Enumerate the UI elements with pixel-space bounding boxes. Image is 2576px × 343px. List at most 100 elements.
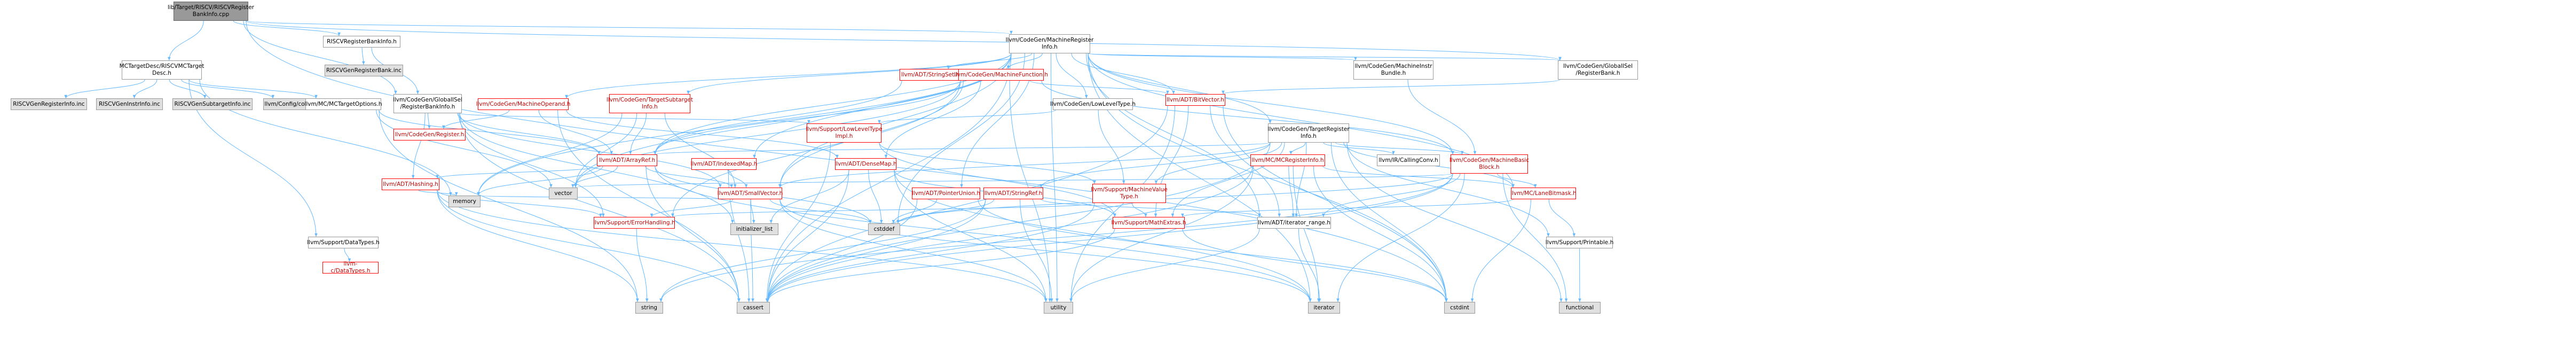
node-riscv-gen-register-bank-inc[interactable]: RISCVGenRegisterBank.inc	[325, 65, 403, 76]
edge-gisel_rbinfo-to-lowleveltypeimpl	[459, 113, 810, 124]
node-bit-vector-h[interactable]: llvm/ADT/BitVector.h	[1165, 94, 1225, 106]
node-std-cassert[interactable]: cassert	[737, 302, 770, 314]
edge-ttreginfo-to-mcreginfo	[1289, 142, 1306, 155]
edge-gisel_rbinfo-to-smallvector	[459, 113, 722, 188]
node-mc-target-options-h[interactable]: llvm/MC/MCTargetOptions.h	[304, 98, 382, 110]
node-string-ref-h[interactable]: llvm/ADT/StringRef.h	[983, 188, 1043, 199]
edge-lowleveltypeimpl-to-mathextras	[879, 142, 1116, 217]
edge-ttreginfo-to-stringref	[1039, 142, 1271, 188]
node-std-vector[interactable]: vector	[549, 188, 578, 199]
edge-mcreginfo-to-utility	[1069, 166, 1254, 302]
node-riscv-gen-register-info-inc[interactable]: RISCVGenRegisterInfo.inc	[11, 98, 87, 110]
edge-mreginfo-to-machinefunction	[1006, 53, 1043, 69]
edge-gisel_rbinfo-to-hashing	[412, 113, 426, 179]
edge-mcreginfo-to-cstdint	[1313, 166, 1448, 302]
edge-mreginfo-to-instrbundle	[1088, 53, 1357, 61]
edge-ttreginfo-to-cassert	[766, 142, 1271, 302]
edge-smallvector-to-utility	[779, 199, 1047, 302]
node-array-ref-h[interactable]: llvm/ADT/ArrayRef.h	[597, 154, 657, 166]
node-error-handling-h[interactable]: llvm/Support/ErrorHandling.h	[593, 217, 675, 229]
node-machine-instr-bundle-h[interactable]: llvm/CodeGen/MachineInstr Bundle.h	[1353, 60, 1433, 80]
node-std-memory[interactable]: memory	[448, 196, 480, 207]
node-riscv-mc-target-desc-h[interactable]: MCTargetDesc/RISCVMCTarget Desc.h	[120, 60, 204, 80]
node-root-file[interactable]: lib/Target/RISCV/RISCVRegister BankInfo.…	[168, 2, 254, 21]
node-indexed-map-h[interactable]: llvm/ADT/IndexedMap.h	[691, 158, 757, 170]
node-pointer-union-h[interactable]: llvm/ADT/PointerUnion.h	[912, 188, 980, 199]
edge-arrayref-to-smallvector	[645, 166, 734, 188]
edge-gisel_rbinfo-to-cassert	[459, 113, 740, 302]
edge-mbb-to-iterator_range	[1322, 173, 1461, 217]
edge-machinefunction-to-densemap	[884, 80, 981, 159]
node-low-level-type-impl-h[interactable]: llvm/Support/LowLevelType Impl.h	[806, 123, 883, 143]
edge-machinevaluetype-to-cassert	[766, 202, 1095, 302]
node-llvm-c-data-types-h[interactable]: llvm-c/DataTypes.h	[322, 261, 379, 274]
edge-mbb-to-string	[659, 173, 1453, 302]
node-target-register-info-h[interactable]: llvm/CodeGen/TargetRegister Info.h	[1267, 123, 1350, 143]
node-globalisel-register-bank-h[interactable]: llvm/CodeGen/GlobalISel /RegisterBank.h	[1558, 60, 1638, 80]
edge-arrayref-to-hashing	[436, 166, 600, 179]
edge-machinefunction-to-vector	[574, 80, 961, 188]
node-machine-register-info-h[interactable]: llvm/CodeGen/MachineRegister Info.h	[1006, 34, 1093, 53]
node-std-string[interactable]: string	[635, 302, 663, 314]
node-printable-h[interactable]: llvm/Support/Printable.h	[1546, 237, 1613, 248]
node-target-subtarget-info-h[interactable]: llvm/CodeGen/TargetSubtarget Info.h	[606, 94, 693, 113]
node-mc-register-info-h[interactable]: llvm/MC/MCRegisterInfo.h	[1250, 154, 1325, 166]
node-hashing-h[interactable]: llvm/ADT/Hashing.h	[382, 178, 439, 190]
edge-lowleveltypeimpl-to-machinevaluetype	[879, 142, 1096, 184]
edge-ttreginfo-to-iterator_range	[1295, 142, 1307, 217]
edge-bitvector-to-utility	[1069, 105, 1176, 302]
node-lane-bitmask-h[interactable]: llvm/MC/LaneBitmask.h	[1510, 188, 1577, 199]
edge-hashing-to-errorhandling	[437, 190, 602, 217]
node-machine-operand-h[interactable]: llvm/CodeGen/MachineOperand.h	[476, 98, 570, 110]
node-machine-basic-block-h[interactable]: llvm/CodeGen/MachineBasic Block.h	[1450, 154, 1529, 174]
edge-tsubtarget-to-arrayref	[629, 113, 647, 155]
edge-mbb-to-functional	[1502, 173, 1568, 302]
node-std-cstdint[interactable]: cstdint	[1444, 302, 1475, 314]
edge-mbb-to-cstddef	[896, 173, 1453, 224]
edge-ttreginfo-to-printable	[1346, 142, 1550, 237]
node-riscv-gen-instr-info-inc[interactable]: RISCVGenInstrInfo.inc	[96, 98, 163, 110]
edge-mctarget-to-subtargetinc	[169, 79, 207, 99]
edge-ttreginfo-to-cstdint	[1330, 142, 1448, 302]
edge-rbinfo_h-to-rbinc	[361, 47, 365, 65]
node-machine-function-h[interactable]: llvm/CodeGen/MachineFunction.h	[954, 69, 1048, 81]
edge-root-to-mctarget	[168, 20, 204, 61]
node-dense-map-h[interactable]: llvm/ADT/DenseMap.h	[834, 158, 897, 170]
node-machine-value-type-h[interactable]: llvm/Support/MachineValue Type.h	[1091, 184, 1168, 203]
edge-mathextras-to-cassert	[766, 228, 1115, 302]
node-std-utility[interactable]: utility	[1044, 302, 1073, 314]
node-codegen-register-h[interactable]: llvm/CodeGen/Register.h	[393, 129, 466, 141]
node-std-iterator[interactable]: iterator	[1308, 302, 1340, 314]
edge-arrayref-to-cassert	[645, 166, 740, 302]
edge-densemap-to-cstddef	[868, 169, 883, 224]
node-riscv-register-bank-info-h[interactable]: RISCVRegisterBankInfo.h	[323, 36, 400, 48]
node-codegen-low-level-type-h[interactable]: llvm/CodeGen/LowLevelType.h	[1050, 98, 1136, 110]
node-string-set-h[interactable]: llvm/ADT/StringSet.h	[900, 69, 961, 81]
node-support-data-types-h[interactable]: llvm/Support/DataTypes.h	[307, 237, 380, 248]
edge-hashing-to-string	[437, 190, 639, 302]
edge-mreginfo-to-cstdint	[1088, 53, 1448, 302]
node-small-vector-h[interactable]: llvm/ADT/SmallVector.h	[718, 188, 783, 199]
node-std-initializer-list[interactable]: initializer_list	[730, 223, 778, 235]
edge-bitvector-to-cstdint	[1223, 105, 1448, 302]
edge-tsubtarget-to-vector	[574, 113, 637, 188]
node-math-extras-h[interactable]: llvm/Support/MathExtras.h	[1111, 217, 1186, 229]
edge-bitvector-to-iterator_range	[1210, 105, 1281, 217]
edge-stringref-to-string	[659, 199, 986, 302]
node-iterator-range-h[interactable]: llvm/ADT/iterator_range.h	[1257, 217, 1331, 229]
edge-machinefunction-to-mbb	[1041, 80, 1454, 155]
edge-gisel_rbinfo-to-errorhandling	[458, 113, 605, 217]
edge-datatypes_support-to-c_datatypes	[344, 248, 351, 262]
edge-gisel_rbinfo-to-genregister	[428, 113, 431, 129]
edge-mbb-to-vector	[574, 173, 1453, 188]
edge-mreginfo-to-ttreginfo	[1088, 53, 1272, 124]
node-std-cstddef[interactable]: cstddef	[868, 223, 900, 235]
node-std-functional[interactable]: functional	[1559, 302, 1601, 314]
edge-tsubtarget-to-memory	[477, 113, 623, 196]
edge-ttreginfo-to-mathextras	[1171, 142, 1285, 217]
node-calling-conv-h[interactable]: llvm/IR/CallingConv.h	[1377, 154, 1440, 166]
edge-smallvector-to-errorhandling	[650, 199, 733, 217]
node-globalisel-register-bank-info-h[interactable]: llvm/CodeGen/GlobalISel /RegisterBankInf…	[393, 94, 462, 113]
node-riscv-gen-subtarget-info-inc[interactable]: RISCVGenSubtargetInfo.inc	[172, 98, 253, 110]
